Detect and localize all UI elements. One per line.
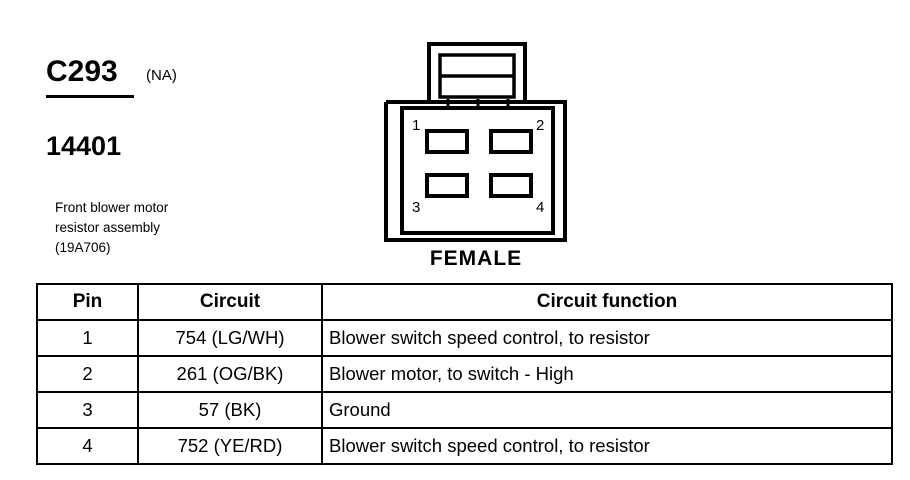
connector-description-line-1: Front blower motor bbox=[55, 200, 169, 215]
pin-cavity-label-1: 1 bbox=[412, 117, 420, 134]
cell-pin: 2 bbox=[36, 355, 139, 393]
cell-function: Blower switch speed control, to resistor bbox=[321, 427, 893, 465]
pin-cavity-label-3: 3 bbox=[412, 199, 420, 216]
connector-latch-tab bbox=[427, 42, 527, 104]
table-row: 3 57 (BK) Ground bbox=[36, 391, 893, 429]
table-row: 1 754 (LG/WH) Blower switch speed contro… bbox=[36, 319, 893, 357]
cell-circuit: 57 (BK) bbox=[137, 391, 323, 429]
cell-pin: 1 bbox=[36, 319, 139, 357]
table-header-row: Pin Circuit Circuit function bbox=[36, 283, 893, 321]
connector-gender-caption: FEMALE bbox=[429, 247, 523, 270]
connector-inner-panel bbox=[400, 106, 555, 235]
cell-pin: 4 bbox=[36, 427, 139, 465]
pin-cavity-2 bbox=[489, 129, 533, 154]
pin-cavity-label-2: 2 bbox=[536, 117, 544, 134]
column-header-pin: Pin bbox=[36, 283, 139, 321]
connector-id: C293 bbox=[46, 55, 118, 88]
connector-face-diagram: 1 2 3 4 bbox=[384, 42, 567, 242]
pin-cavity-1 bbox=[425, 129, 469, 154]
connector-availability: (NA) bbox=[146, 67, 177, 84]
cell-function: Ground bbox=[321, 391, 893, 429]
cell-pin: 3 bbox=[36, 391, 139, 429]
cell-circuit: 752 (YE/RD) bbox=[137, 427, 323, 465]
pin-cavity-3 bbox=[425, 173, 469, 198]
column-header-circuit: Circuit bbox=[137, 283, 323, 321]
connector-part-number: 14401 bbox=[46, 131, 122, 161]
pin-cavity-label-4: 4 bbox=[536, 199, 544, 216]
cell-function: Blower motor, to switch - High bbox=[321, 355, 893, 393]
connector-id-underline bbox=[46, 95, 134, 98]
table-row: 4 752 (YE/RD) Blower switch speed contro… bbox=[36, 427, 893, 465]
connector-description: Front blower motor resistor assembly (19… bbox=[55, 198, 255, 258]
connector-description-line-3: (19A706) bbox=[55, 240, 111, 255]
cell-circuit: 754 (LG/WH) bbox=[137, 319, 323, 357]
pin-cavity-4 bbox=[489, 173, 533, 198]
connector-description-line-2: resistor assembly bbox=[55, 220, 161, 235]
cell-function: Blower switch speed control, to resistor bbox=[321, 319, 893, 357]
column-header-circuit-function: Circuit function bbox=[321, 283, 893, 321]
table-row: 2 261 (OG/BK) Blower motor, to switch - … bbox=[36, 355, 893, 393]
cell-circuit: 261 (OG/BK) bbox=[137, 355, 323, 393]
pinout-table: Pin Circuit Circuit function 1 754 (LG/W… bbox=[36, 283, 893, 465]
